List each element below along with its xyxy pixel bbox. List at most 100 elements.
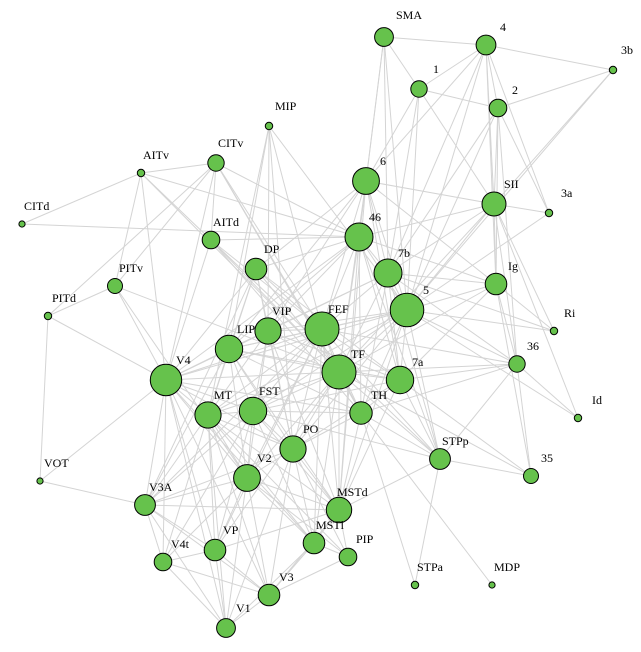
node-PITv [107, 278, 123, 294]
node-label-6: 6 [380, 154, 386, 168]
edge-FEF-STPp [321, 328, 441, 460]
edge-MT-V3A [144, 414, 209, 506]
edge-AITv-PITv [114, 172, 142, 287]
edge-5-36 [406, 309, 518, 365]
edge-STPp-MSTd [338, 458, 441, 511]
node-VIP [254, 317, 282, 345]
edge-AITd-46 [210, 236, 360, 241]
edge-STPp-35 [439, 458, 532, 477]
node-5 [389, 292, 425, 328]
node-VOT [36, 477, 44, 485]
edge-TF-MSTl [313, 371, 340, 544]
edge-6-LIP [228, 180, 367, 350]
node-6 [352, 167, 380, 195]
node-label-FEF: FEF [328, 302, 349, 316]
edge-V2-MSTd [246, 477, 340, 511]
node-AITd [201, 230, 221, 250]
node-label-V2: V2 [257, 451, 272, 465]
node-label-46: 46 [369, 210, 381, 224]
edge-DP-TF [255, 268, 340, 373]
edge-MT-VP [207, 414, 216, 551]
node-label-MDP: MDP [494, 560, 520, 574]
edge-5-Ri [406, 309, 555, 332]
edge-FEF-36 [321, 328, 518, 365]
node-FEF [304, 311, 340, 347]
node-label-5: 5 [423, 283, 429, 297]
edge-4-2 [485, 44, 499, 109]
node-FST [238, 396, 268, 426]
edge-46-VIP [267, 236, 360, 332]
edge-AITd-TF [210, 239, 340, 373]
node-V4 [149, 363, 183, 397]
edge-Ig-Ri [495, 283, 555, 332]
edge-4-1 [418, 44, 487, 90]
edge-PO-V3 [268, 448, 294, 596]
edge-FST-TH [252, 410, 362, 414]
edge-46-7a [358, 236, 401, 381]
node-label-STPp: STPp [442, 434, 469, 448]
node-V4t [153, 552, 173, 572]
node-PITd [43, 311, 53, 321]
edge-V4-PO [165, 379, 294, 450]
node-3a [544, 208, 554, 218]
node-TF [321, 354, 357, 390]
edge-36-TH [360, 363, 518, 414]
node-DP [244, 257, 268, 281]
edge-V4-V2 [165, 379, 248, 479]
edge-MSTd-VP [214, 509, 340, 551]
edge-STPp-36 [439, 363, 518, 460]
edge-5-MT [207, 309, 408, 416]
edge-PO-PIP [292, 448, 349, 558]
edge-6-7b [365, 180, 389, 274]
edge-MIP-FEF [268, 125, 323, 330]
edge-PITv-V4 [114, 285, 167, 381]
node-Id [573, 413, 583, 423]
node-label-7b: 7b [398, 246, 410, 260]
node-label-AITd: AITd [213, 215, 239, 229]
node-Ri [549, 326, 559, 336]
edge-MT-V4t [162, 414, 209, 563]
node-1 [410, 80, 428, 98]
edge-3b-SII [493, 69, 614, 205]
node-MIP [264, 121, 274, 131]
edge-DP-V3A [144, 268, 257, 506]
node-7a [385, 365, 415, 395]
node-label-Ri: Ri [564, 306, 576, 320]
edge-7b-Ri [387, 272, 555, 332]
edge-V3A-MSTd [144, 504, 340, 511]
edge-VP-V3 [214, 549, 270, 596]
node-label-LIP: LIP [237, 322, 255, 336]
edge-FEF-V4 [165, 328, 323, 381]
edge-LIP-TF [228, 348, 340, 373]
edge-46-V4 [165, 236, 360, 381]
edge-4-3b [485, 44, 614, 71]
edge-STPp-STPa [414, 458, 441, 586]
node-label-Ig: Ig [508, 259, 518, 273]
edge-5-VIP [267, 309, 408, 332]
edge-5-STPp [406, 309, 441, 460]
node-V3A [134, 494, 156, 516]
edge-FEF-FST [252, 328, 323, 412]
node-label-FST: FST [259, 384, 280, 398]
edge-4-5 [406, 44, 487, 311]
node-label-SII: SII [504, 177, 519, 191]
edge-SMA-1 [383, 36, 420, 90]
node-label-MT: MT [214, 388, 233, 402]
edge-PITd-V4 [47, 315, 167, 381]
edge-FEF-PO [292, 328, 323, 450]
edge-5-Id [406, 309, 579, 419]
edge-V4t-V1 [162, 561, 227, 629]
edge-V4-V3A [144, 379, 167, 506]
node-label-CITd: CITd [24, 199, 49, 213]
node-label-PITd: PITd [52, 291, 76, 305]
edge-36-Id [516, 363, 579, 419]
edge-6-SII [365, 180, 495, 205]
edge-AITv-46 [140, 172, 360, 238]
edge-6-VIP [267, 180, 367, 332]
edge-6-5 [365, 180, 408, 311]
edge-CITv-AITd [210, 162, 217, 241]
edge-FEF-MT [207, 328, 323, 416]
edge-LIP-PO [228, 348, 294, 450]
node-label-V1: V1 [236, 601, 251, 615]
